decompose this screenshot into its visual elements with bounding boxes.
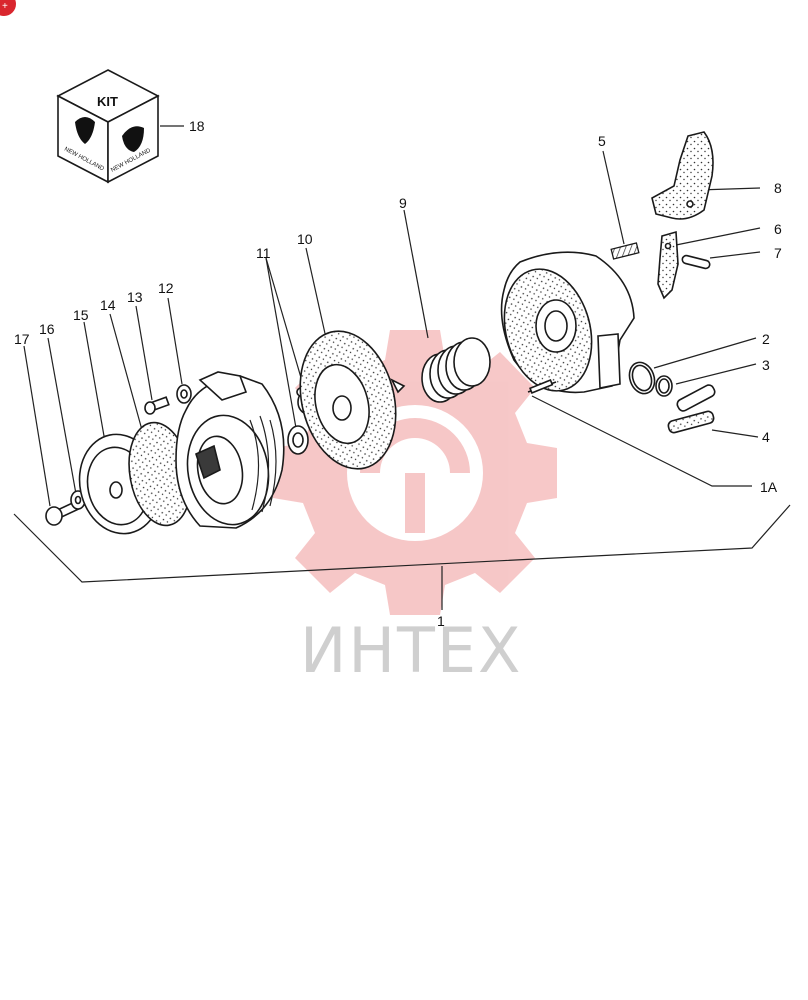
pump-casing-icon bbox=[500, 251, 635, 394]
callout-17: 17 bbox=[14, 331, 30, 347]
callout-10: 10 bbox=[297, 231, 313, 247]
callout-2: 2 bbox=[762, 331, 770, 347]
callout-14: 14 bbox=[100, 297, 116, 313]
part-9-spring-icon bbox=[421, 337, 491, 403]
kit-box-icon bbox=[56, 69, 160, 184]
part-6-link-icon bbox=[657, 230, 679, 300]
callout-18: 18 bbox=[189, 118, 205, 134]
callout-12: 12 bbox=[158, 280, 174, 296]
callout-7: 7 bbox=[774, 245, 782, 261]
callout-1a: 1A bbox=[760, 479, 778, 495]
part-13-bolt-icon bbox=[144, 396, 170, 415]
callout-11: 11 bbox=[256, 245, 271, 261]
part-4-handle-icon bbox=[667, 384, 716, 434]
part-10-plate-icon bbox=[299, 330, 406, 470]
part-1a-dowel-icon bbox=[529, 378, 554, 394]
part-5-spring-icon bbox=[610, 242, 640, 260]
callout-16: 16 bbox=[39, 321, 55, 337]
callout-8: 8 bbox=[774, 180, 782, 196]
watermark-text: ИНТЕХ bbox=[300, 614, 523, 687]
callout-15: 15 bbox=[73, 307, 89, 323]
pump-housing-icon bbox=[175, 371, 285, 529]
leader-lines bbox=[13, 125, 791, 610]
part-12-ring-icon bbox=[176, 384, 192, 404]
callout-5: 5 bbox=[598, 133, 606, 149]
callout-6: 6 bbox=[774, 221, 782, 237]
part-8-lever-icon bbox=[651, 131, 714, 220]
kit-box-title: KIT bbox=[97, 94, 118, 109]
svg-text:+: + bbox=[2, 1, 8, 12]
callout-3: 3 bbox=[762, 357, 770, 373]
part-3-o-ring-icon bbox=[655, 375, 673, 397]
part-7-pin-icon bbox=[681, 254, 711, 270]
callout-1: 1 bbox=[437, 613, 445, 629]
callout-4: 4 bbox=[762, 429, 770, 445]
corner-badge-icon: + bbox=[0, 0, 16, 16]
callout-13: 13 bbox=[127, 289, 143, 305]
callout-9: 9 bbox=[399, 195, 407, 211]
part-2-snap-ring-icon bbox=[628, 361, 656, 395]
